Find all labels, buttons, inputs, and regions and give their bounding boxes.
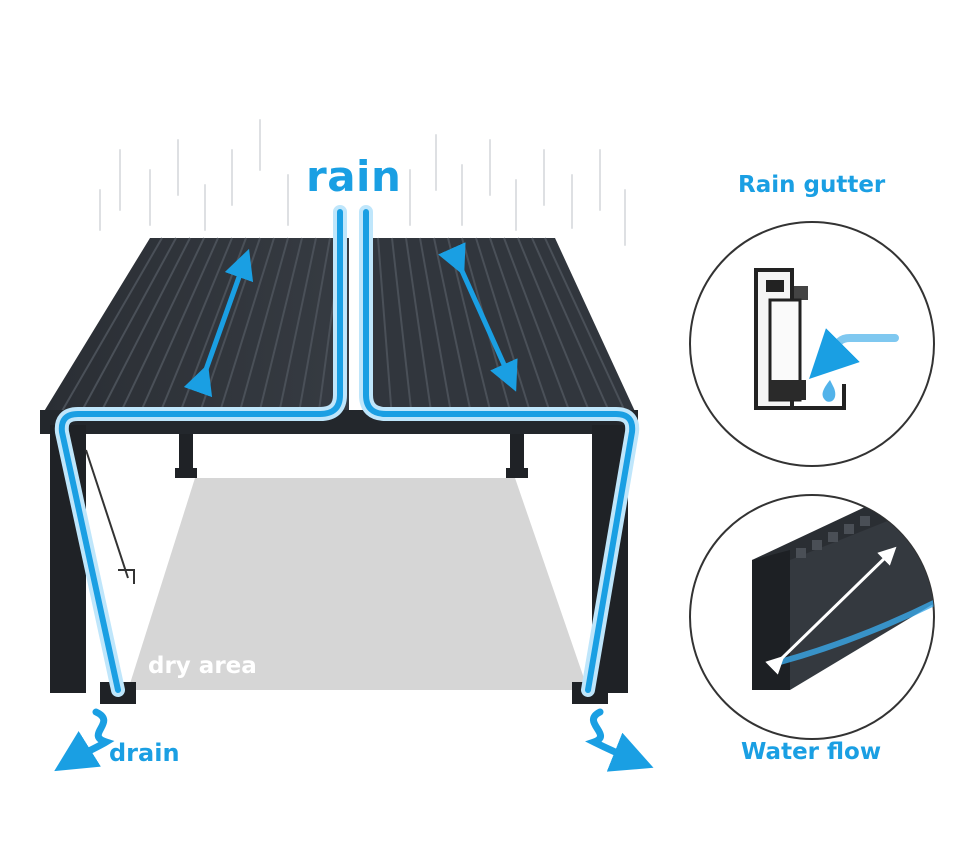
dry-area-floor [128, 478, 588, 690]
water-flow-label: Water flow [741, 739, 882, 765]
back-left-post [179, 432, 193, 474]
flow-arrow-icon [809, 328, 899, 379]
rain-gutter-label: Rain gutter [738, 172, 886, 198]
crank-handle [85, 449, 135, 584]
roof-right-panel [365, 238, 638, 418]
rain-gutter-callout [689, 221, 935, 467]
drain-arrow-icon [585, 708, 654, 772]
water-drop-icon [822, 380, 836, 402]
roof-flow-arrows [183, 242, 518, 398]
water-channel [54, 205, 640, 697]
rain-streaks [99, 119, 626, 246]
water-flow-callout [689, 494, 935, 740]
back-right-post [510, 432, 524, 474]
drain-label: drain [109, 739, 180, 767]
rain-label: rain [306, 152, 402, 201]
dry-area-label: dry area [148, 653, 257, 679]
drain-arrow-icon [54, 708, 115, 772]
flow-arrow-icon [765, 546, 897, 675]
